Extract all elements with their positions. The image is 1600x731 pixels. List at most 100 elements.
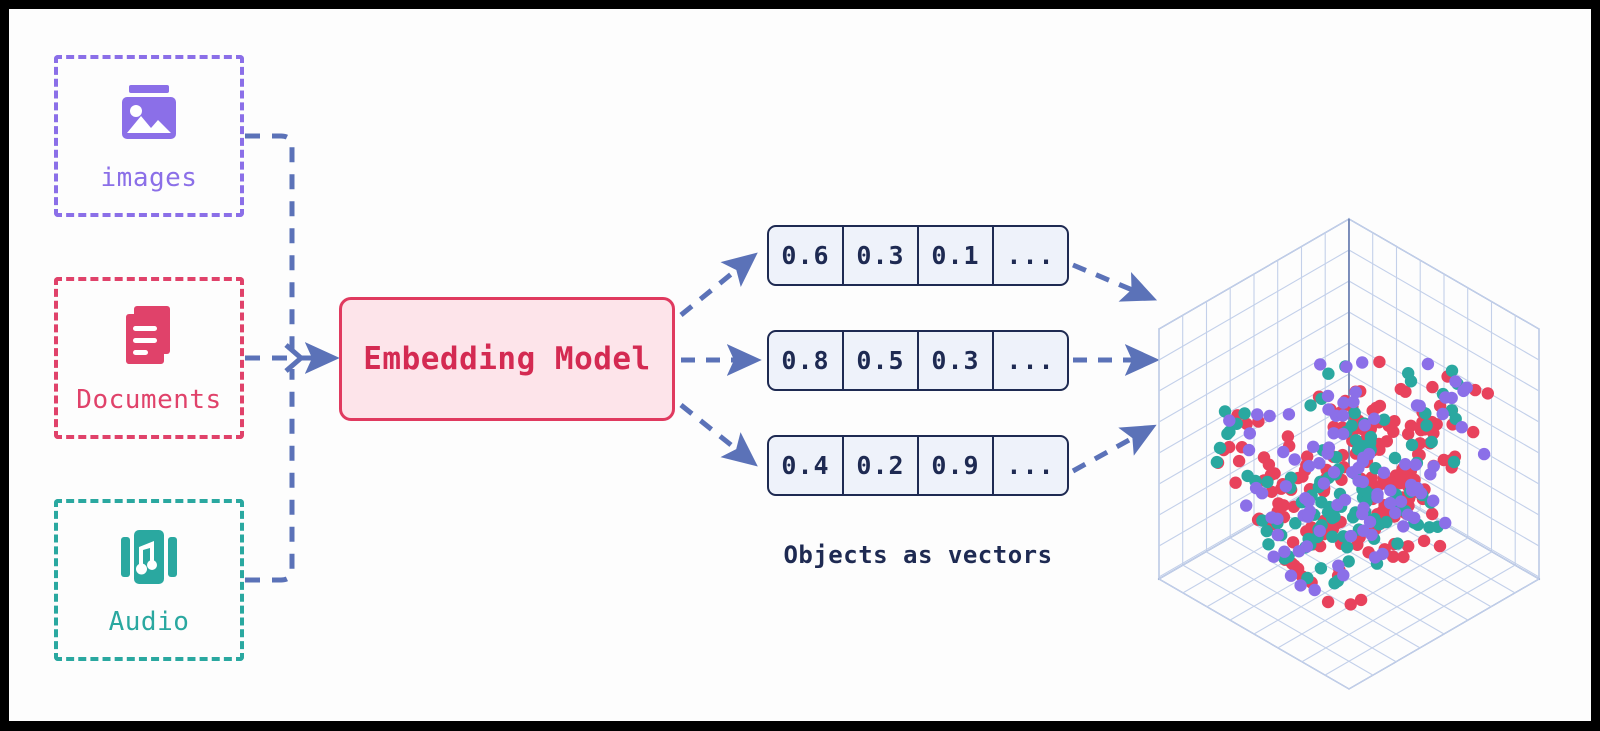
scatter-point [1384, 484, 1397, 497]
scatter-point [1241, 469, 1254, 483]
scatter-point [1251, 408, 1264, 421]
scatter-point [1409, 458, 1422, 471]
vector-row[interactable]: 0.8 0.5 0.3 ... [767, 330, 1069, 391]
scatter-point [1427, 494, 1440, 507]
vector-cell-ellipsis: ... [1006, 346, 1055, 375]
scatter-point [1315, 496, 1328, 509]
scatter-point [1299, 492, 1312, 505]
scatter-point [1397, 520, 1410, 533]
scatter-point [1332, 559, 1345, 572]
vector-cell: 0.2 [844, 437, 919, 494]
connector-images-to-model [245, 133, 295, 349]
scatter-point [1278, 545, 1291, 558]
scatter-point [1389, 506, 1402, 520]
scatter-point [1314, 562, 1328, 575]
vector-row[interactable]: 0.6 0.3 0.1 ... [767, 225, 1069, 286]
scatter-point [1307, 440, 1320, 453]
scatter-point [1402, 540, 1415, 553]
scatter-point [1447, 455, 1461, 469]
vector-row[interactable]: 0.4 0.2 0.9 ... [767, 435, 1069, 496]
scatter-point [1352, 461, 1365, 475]
scatter-point [1265, 485, 1278, 498]
scatter-point [1232, 454, 1246, 468]
scatter-point [1321, 389, 1335, 403]
scatter-point [1356, 356, 1369, 369]
scatter-point [1445, 391, 1458, 405]
scatter-point [1284, 569, 1298, 582]
scatter-point [1426, 507, 1439, 521]
scatter-point [1394, 382, 1408, 396]
scatter-point [1369, 401, 1383, 415]
scatter-point [1425, 435, 1438, 449]
scatter-point [1368, 551, 1382, 564]
scatter-point [1313, 524, 1327, 538]
embedding-model-label: Embedding Model [363, 341, 651, 377]
scatter-point [1238, 407, 1251, 420]
scatter-point [1302, 509, 1315, 522]
scatter-point [1282, 408, 1296, 421]
scatter-point [1417, 534, 1431, 548]
scatter-point [1405, 438, 1419, 452]
scatter-point [1433, 539, 1447, 553]
scatter-point [1261, 475, 1274, 489]
scatter-point [1344, 598, 1357, 611]
scatter-point [1340, 541, 1354, 554]
scatter-point [1268, 467, 1281, 480]
scatter-point [1229, 476, 1242, 489]
scatter-point [1377, 466, 1391, 479]
merge-chevron-icon [284, 343, 305, 373]
scatter-point [1221, 427, 1234, 441]
scatter-point [1292, 545, 1306, 558]
scatter-point [1322, 403, 1335, 416]
scatter-point [1338, 493, 1352, 507]
audio-icon [110, 523, 188, 593]
scatter-point [1439, 516, 1452, 530]
scatter-point [1277, 445, 1290, 459]
scatter-point [1342, 555, 1355, 568]
scatter-point [1420, 419, 1433, 432]
scatter-point [1363, 515, 1377, 529]
embedding-model-box[interactable]: Embedding Model [339, 297, 675, 421]
scatter-point [1240, 417, 1253, 431]
scatter-point [1286, 536, 1300, 549]
scatter-point [1349, 386, 1363, 399]
scatter-point [1321, 595, 1335, 609]
scatter-point [1357, 524, 1370, 537]
scatter-point [1240, 499, 1253, 512]
source-label-images: images [100, 163, 198, 193]
scatter-point [1337, 396, 1350, 409]
source-box-images[interactable]: images [54, 55, 244, 217]
scatter-point [1288, 453, 1301, 466]
scatter-point [1262, 538, 1275, 551]
scatter-point [1384, 496, 1397, 510]
scatter-point [1263, 409, 1276, 423]
scatter-point [1308, 583, 1321, 597]
vector-cell: 0.1 [919, 227, 994, 284]
scatter-point [1368, 412, 1381, 425]
source-label-audio: Audio [108, 607, 190, 637]
scatter-point [1336, 409, 1350, 422]
scatter-point [1397, 550, 1410, 564]
scatter-point [1455, 421, 1469, 434]
scatter-point [1414, 487, 1428, 500]
source-box-audio[interactable]: Audio [54, 499, 244, 661]
source-label-documents: Documents [76, 385, 222, 415]
scatter-point [1347, 395, 1360, 409]
scatter-point [1358, 419, 1371, 432]
vector-cell: 0.8 [769, 332, 844, 389]
scatter-point [1344, 529, 1358, 543]
scatter-point [1477, 447, 1491, 461]
source-box-documents[interactable]: Documents [54, 277, 244, 439]
scatter-point [1271, 512, 1284, 525]
scatter-point [1388, 451, 1402, 465]
scatter-point [1260, 524, 1274, 538]
scatter-point [1354, 593, 1368, 607]
scatter-point [1289, 517, 1302, 530]
scatter-point [1328, 577, 1341, 590]
scatter-point [1301, 450, 1314, 463]
scatter-point [1357, 451, 1370, 464]
scatter-point [1271, 528, 1285, 542]
scatter-point [1460, 381, 1473, 394]
vector-cell: 0.9 [919, 437, 994, 494]
